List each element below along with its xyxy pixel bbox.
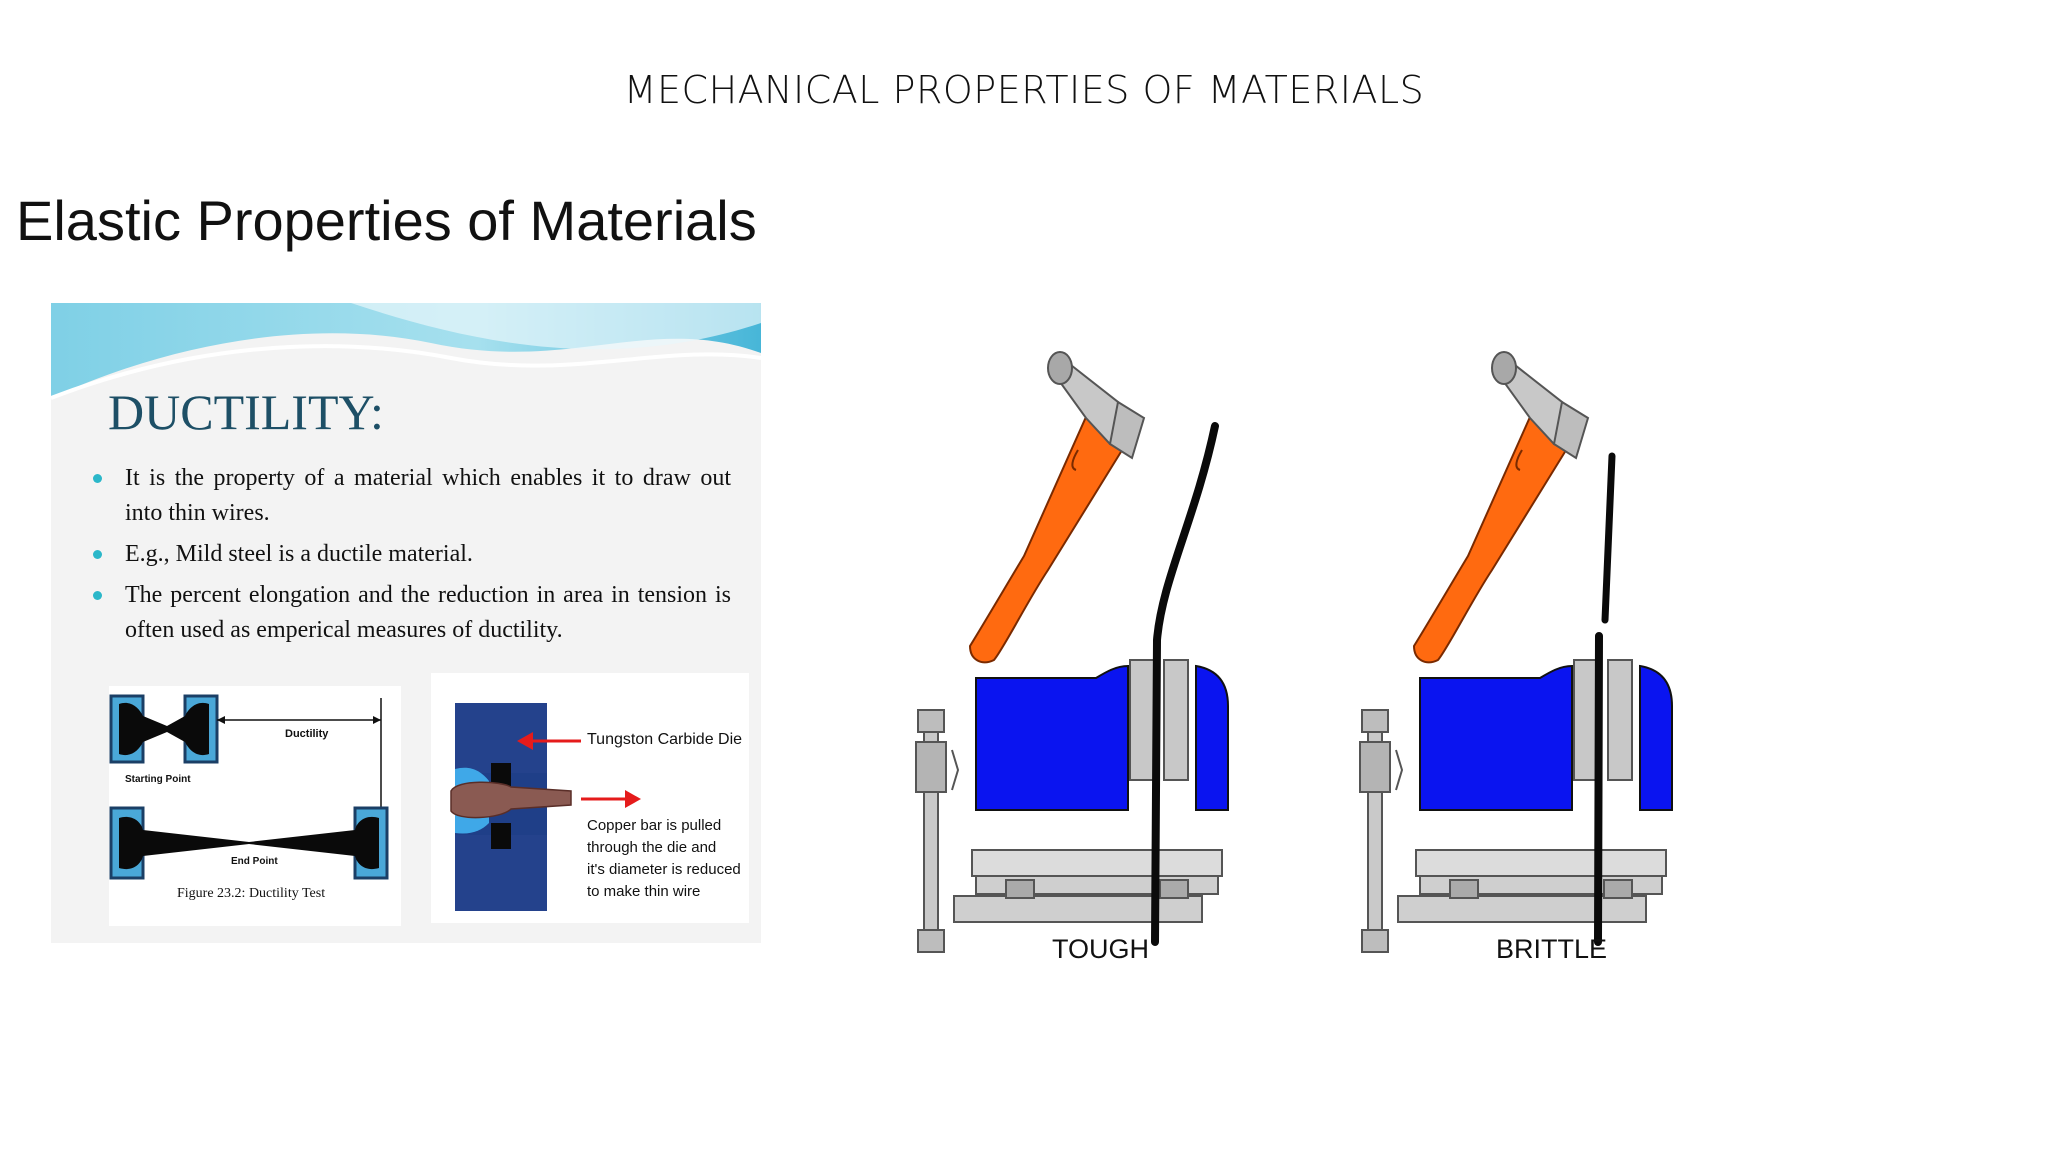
bullet-text: E.g., Mild steel is a ductile material. [125, 541, 473, 567]
figure-caption: Figure 23.2: Ductility Test [177, 886, 326, 901]
copper-line: Copper bar is pulled [587, 817, 722, 834]
wave-banner [51, 303, 761, 400]
ductility-label: Ductility [285, 728, 329, 740]
header-title: MECHANICAL PROPERTIES OF MATERIALS [623, 68, 1425, 112]
brittle-vise [1359, 351, 1673, 953]
toughness-illustration [915, 351, 1673, 953]
copper-description: Copper bar is pulled through the die and… [587, 815, 741, 903]
bullet-dot-icon [93, 474, 102, 483]
copper-line: through the die and [587, 839, 717, 856]
wire-drawing-diagram [450, 703, 641, 911]
bullet-dot-icon [93, 591, 102, 600]
copper-line: to make thin wire [587, 883, 701, 900]
end-point-label: End Point [231, 856, 278, 867]
starting-point-label: Starting Point [125, 774, 191, 785]
ductility-card: DUCTILITY: It is the property of a mater… [51, 303, 761, 943]
tough-vise [915, 351, 1229, 953]
tensile-specimen-diagram [109, 694, 389, 880]
slide-title: Elastic Properties of Materials [16, 189, 757, 252]
copper-line: it's diameter is reduced [587, 861, 741, 878]
brittle-label: BRITTLE [1496, 934, 1608, 964]
bullet-item: The percent elongation and the reduction… [91, 578, 731, 648]
wire-drawing-figure: Tungston Carbide Die Copper bar is pulle… [431, 673, 749, 923]
die-label: Tungston Carbide Die [587, 731, 743, 748]
ductility-test-figure: Ductility Starting Point End Point Figur… [109, 686, 401, 926]
bullet-item: It is the property of a material which e… [91, 461, 731, 531]
ductility-heading: DUCTILITY: [108, 384, 384, 440]
bullet-dot-icon [93, 550, 102, 559]
bullet-text: It is the property of a material which e… [125, 465, 731, 526]
tough-label: TOUGH [1052, 934, 1150, 964]
bullet-text: The percent elongation and the reduction… [125, 582, 731, 643]
ductility-bullets: It is the property of a material which e… [91, 461, 731, 654]
bullet-item: E.g., Mild steel is a ductile material. [91, 537, 731, 572]
